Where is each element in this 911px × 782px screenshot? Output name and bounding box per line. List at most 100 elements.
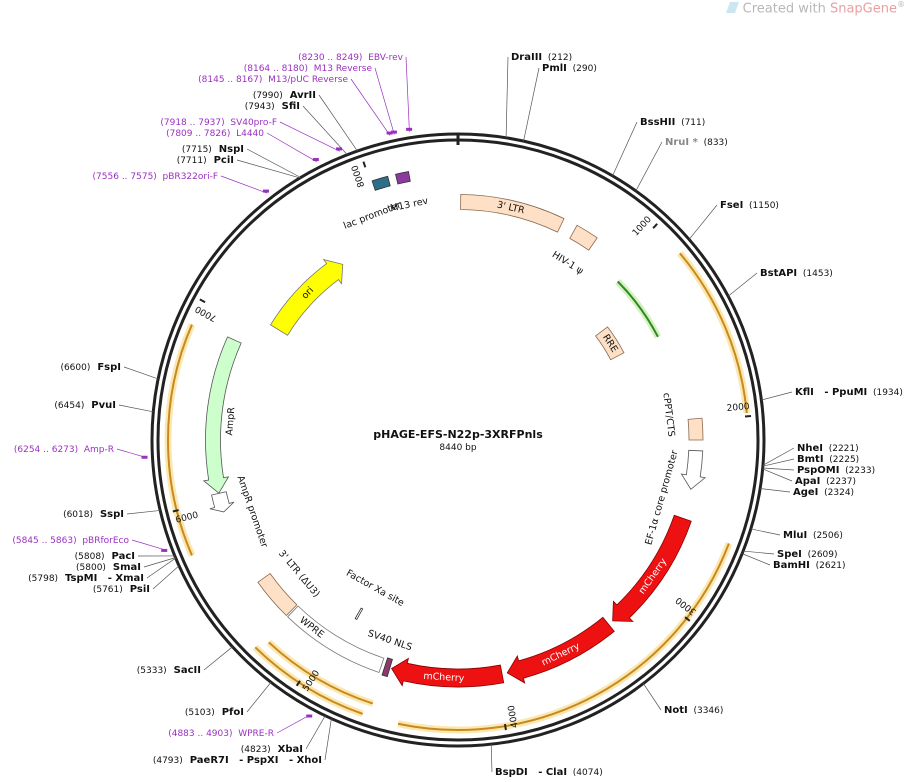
site-6600-fspi[interactable]: (6600) FspI (60, 362, 159, 380)
site-6018-sspi[interactable]: (6018) SspI (63, 509, 161, 520)
site-6454-pvui[interactable]: (6454) PvuI (54, 400, 154, 413)
svg-text:7000: 7000 (194, 303, 219, 323)
svg-text:(8145 .. 8167) M13/pUC Revers: (8145 .. 8167) M13/pUC Reverse (198, 75, 348, 85)
site-5333-sacii[interactable]: (5333) SacII (137, 646, 233, 676)
svg-text:KflI - PpuMI (1934): KflI - PpuMI (1934) (795, 387, 903, 398)
site-4883-4903-wpre-r[interactable]: (4883 .. 4903) WPRE-R (168, 714, 313, 739)
svg-text:(6600) FspI: (6600) FspI (60, 362, 121, 373)
site-bmti-2225[interactable]: BmtI (2225) (762, 454, 859, 467)
site-7556-7575-pbr322ori-f[interactable]: (7556 .. 7575) pBR322ori-F (93, 172, 269, 194)
svg-text:ApaI (2237): ApaI (2237) (795, 476, 856, 487)
green-orf-arrow (615, 279, 662, 339)
orf-arc (677, 250, 751, 420)
site-7918-7937-sv40pro-f[interactable]: (7918 .. 7937) SV40pro-F (160, 118, 343, 152)
site-7943-sfii[interactable]: (7943) SfiI (245, 101, 348, 155)
svg-text:BspDI - ClaI (4074): BspDI - ClaI (4074) (495, 767, 603, 778)
svg-text:1000: 1000 (631, 215, 654, 239)
feature-mcherry-2[interactable]: mCherry (506, 616, 615, 684)
svg-text:BamHI (2621): BamHI (2621) (773, 560, 846, 571)
site-kfli-ppumi-1934[interactable]: KflI - PpuMI (1934) (761, 387, 903, 401)
site-layer: DraIII (212)PmlI (290)BssHII (711)NruI *… (12, 52, 903, 778)
svg-text:(7990) AvrII: (7990) AvrII (253, 90, 316, 101)
site-5103-pfoi[interactable]: (5103) PfoI (185, 682, 272, 718)
site-agei-2324[interactable]: AgeI (2324) (760, 487, 854, 498)
feature-mcherry-3[interactable]: mCherry (391, 657, 505, 688)
site-5798-tspmi-xmai[interactable]: (5798) TspMI - XmaI (28, 557, 176, 584)
feature-3-ltr-du3[interactable]: 3' LTR (ΔU3) (257, 548, 322, 617)
svg-text:2000: 2000 (726, 402, 750, 414)
svg-text:(7809 .. 7826) L4440: (7809 .. 7826) L4440 (166, 129, 264, 139)
feature-label: mCherry (423, 671, 465, 684)
site-5761-psii[interactable]: (5761) PsiI (93, 565, 180, 595)
orf-arc (250, 643, 364, 718)
site-4793-paer7i-pspxi-xhoi[interactable]: (4793) PaeR7I - PspXI - XhoI (153, 718, 332, 766)
svg-text:AgeI (2324): AgeI (2324) (793, 487, 854, 498)
svg-text:PspOMI (2233): PspOMI (2233) (797, 465, 875, 476)
svg-text:(4823) XbaI: (4823) XbaI (241, 744, 303, 755)
feature-hiv-1-psi[interactable]: HIV-1 ψ (550, 224, 598, 277)
orf-arc (164, 319, 196, 557)
site-bsshii-711[interactable]: BssHII (711) (612, 117, 706, 177)
feature-3-ltr[interactable]: 3' LTR (460, 194, 565, 233)
svg-text:FseI (1150): FseI (1150) (720, 200, 779, 211)
svg-text:(8230 .. 8249) EBV-rev: (8230 .. 8249) EBV-rev (298, 53, 404, 63)
feature-label: Factor Xa site (344, 568, 406, 609)
feature-factor-xa-site[interactable]: Factor Xa site (344, 568, 406, 620)
tick-1000: 1000 (631, 215, 658, 239)
site-mlui-2506[interactable]: MluI (2506) (750, 528, 843, 541)
watermark-mark: ® (897, 0, 905, 9)
svg-text:(7918 .. 7937) SV40pro-F: (7918 .. 7937) SV40pro-F (160, 118, 277, 128)
site-apai-2237[interactable]: ApaI (2237) (762, 468, 856, 487)
site-6254-6273-amp-r[interactable]: (6254 .. 6273) Amp-R (14, 445, 148, 459)
svg-text:(4883 .. 4903) WPRE-R: (4883 .. 4903) WPRE-R (168, 729, 274, 739)
site-pspomi-2233[interactable]: PspOMI (2233) (762, 465, 875, 476)
site-spei-2609[interactable]: SpeI (2609) (743, 549, 838, 560)
svg-text:4000: 4000 (507, 704, 521, 728)
site-8145-8167-m13-puc-reverse[interactable]: (8145 .. 8167) M13/pUC Reverse (198, 75, 393, 136)
feature-label: SV40 NLS (366, 628, 413, 653)
site-5800-smai[interactable]: (5800) SmaI (76, 557, 176, 573)
svg-text:(6254 .. 6273) Amp-R: (6254 .. 6273) Amp-R (14, 445, 114, 455)
feature-rre[interactable]: RRE (595, 326, 625, 361)
svg-text:(7715) NspI: (7715) NspI (182, 144, 244, 155)
site-7809-7826-l4440[interactable]: (7809 .. 7826) L4440 (166, 129, 319, 163)
plasmid-name: pHAGE-EFS-N22p-3XRFPnls (373, 428, 543, 441)
site-nhei-2221[interactable]: NheI (2221) (762, 443, 859, 466)
site-4823-xbai[interactable]: (4823) XbaI (241, 715, 326, 755)
site-5808-paci[interactable]: (5808) PacI (75, 551, 175, 562)
site-5845-5863-pbrforeco[interactable]: (5845 .. 5863) pBRforEco (12, 536, 168, 552)
feature-ampr[interactable]: AmpR (202, 336, 242, 494)
svg-text:MluI (2506): MluI (2506) (783, 530, 843, 541)
feature-ori[interactable]: ori (269, 258, 344, 336)
site-bstapi-1453[interactable]: BstAPI (1453) (727, 268, 833, 297)
watermark-prefix: Created with (742, 1, 830, 17)
site-draiii-212[interactable]: DraIII (212) (505, 52, 572, 138)
site-noti-3346[interactable]: NotI (3346) (643, 683, 723, 716)
site-bamhi-2621[interactable]: BamHI (2621) (741, 553, 846, 571)
feature-cppt-cts[interactable]: cPPT/CTS (660, 392, 704, 441)
watermark-brand: SnapGene (829, 1, 897, 17)
site-8230-8249-ebv-rev[interactable]: (8230 .. 8249) EBV-rev (298, 53, 413, 132)
feature-label: cPPT/CTS (660, 392, 676, 437)
svg-text:(7711) PciI: (7711) PciI (177, 155, 234, 166)
feature-m13-rev[interactable]: M13 rev (389, 171, 430, 215)
site-7990-avrii[interactable]: (7990) AvrII (253, 90, 358, 152)
site-8164-8180-m13-reverse[interactable]: (8164 .. 8180) M13 Reverse (244, 64, 397, 135)
svg-text:(5800) SmaI: (5800) SmaI (76, 562, 141, 573)
site-7711-pcii[interactable]: (7711) PciI (177, 155, 301, 179)
orf-layer (164, 250, 751, 734)
svg-text:BstAPI (1453): BstAPI (1453) (760, 268, 833, 279)
svg-text:(4793) PaeR7I - PspXI - X: (4793) PaeR7I - PspXI - XhoI (153, 755, 322, 766)
svg-text:(5333) SacII: (5333) SacII (137, 665, 201, 676)
feature-label: AmpR promoter (235, 474, 270, 549)
site-pmli-290[interactable]: PmlI (290) (523, 63, 597, 142)
svg-text:DraIII (212): DraIII (212) (511, 52, 572, 63)
site-fsei-1150[interactable]: FseI (1150) (688, 200, 779, 240)
tick-4000: 4000 (503, 704, 521, 731)
site-nrui-833[interactable]: NruI * (833) (635, 137, 728, 192)
site-bspdi-clai-4074[interactable]: BspDI - ClaI (4074) (490, 744, 603, 778)
svg-text:(5103) PfoI: (5103) PfoI (185, 707, 244, 718)
svg-text:(6454) PvuI: (6454) PvuI (54, 400, 116, 411)
site-7715-nspi[interactable]: (7715) NspI (182, 144, 301, 178)
